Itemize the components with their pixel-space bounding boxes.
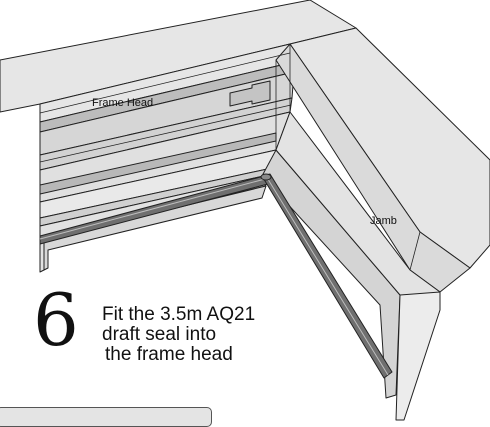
step-line-3: the frame head — [105, 344, 233, 365]
jamb-label: Jamb — [370, 215, 397, 227]
footer-bar — [0, 407, 212, 427]
step-line-2: draft seal into — [102, 324, 217, 345]
jamb-lower-extension — [395, 291, 441, 421]
frame-head-keyhole — [229, 80, 271, 107]
step-number: 6 — [33, 278, 79, 362]
step-line-1: Fit the 3.5m AQ21 — [102, 304, 256, 325]
frame-head-label: Frame Head — [92, 97, 154, 109]
frame-head-sill-face — [43, 185, 267, 271]
draft-seal — [39, 173, 393, 379]
step-instruction: Fit the 3.5m AQ21 draft seal into the fr… — [102, 305, 255, 365]
